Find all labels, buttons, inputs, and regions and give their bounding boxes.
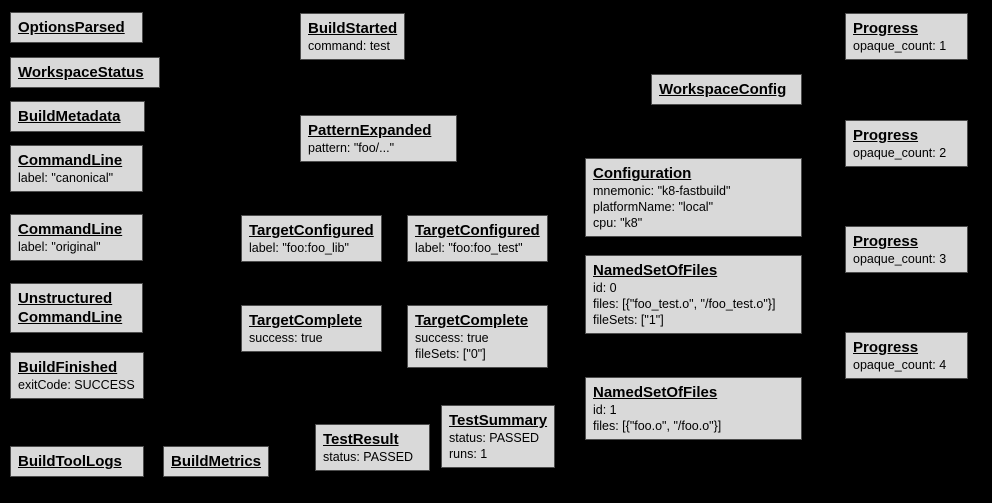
event-attr: mnemonic: "k8-fastbuild"	[593, 184, 731, 198]
event-title: Progress	[853, 233, 919, 250]
event-attr: success: true	[249, 331, 323, 345]
event-attr: fileSets: ["0"]	[415, 347, 486, 361]
event-attr: exitCode: SUCCESS	[18, 378, 135, 392]
event-title: Progress	[853, 20, 919, 37]
event-title: WorkspaceConfig	[659, 81, 787, 98]
event-title: BuildToolLogs	[18, 453, 122, 470]
event-title: OptionsParsed	[18, 19, 125, 36]
event-attr: platformName: "local"	[593, 200, 714, 214]
event-attr: opaque_count: 3	[853, 252, 947, 266]
event-title: Progress	[853, 127, 919, 144]
event-attr: id: 1	[593, 403, 617, 417]
event-box-options-parsed: OptionsParsed	[10, 12, 143, 43]
event-box-build-finished: BuildFinished exitCode: SUCCESS	[10, 352, 144, 399]
event-attr: runs: 1	[449, 447, 488, 461]
event-attr: status: PASSED	[323, 450, 414, 464]
event-title: TestSummary	[449, 412, 548, 429]
event-box-build-started: BuildStarted command: test	[300, 13, 406, 60]
event-title: NamedSetOfFiles	[593, 384, 718, 401]
event-box-workspace-status: WorkspaceStatus	[10, 57, 160, 88]
event-title: TargetConfigured	[415, 222, 540, 239]
event-box-build-tool-logs: BuildToolLogs	[10, 446, 144, 477]
event-title: CommandLine	[18, 152, 123, 169]
event-title: TargetComplete	[249, 312, 363, 329]
event-box-named-set-of-files-0: NamedSetOfFiles id: 0 files: [{"foo_test…	[585, 255, 802, 334]
event-title: TestResult	[323, 431, 399, 448]
event-attr: label: "canonical"	[18, 171, 114, 185]
event-title: Configuration	[593, 165, 692, 182]
event-attr: opaque_count: 2	[853, 146, 947, 160]
event-attr: files: [{"foo_test.o", "/foo_test.o"}]	[593, 297, 776, 311]
event-attr: success: true	[415, 331, 489, 345]
event-attr: opaque_count: 1	[853, 39, 947, 53]
event-title: CommandLine	[18, 221, 123, 238]
event-title: Progress	[853, 339, 919, 356]
event-title: TargetComplete	[415, 312, 529, 329]
event-title: NamedSetOfFiles	[593, 262, 718, 279]
event-box-unstructured-command-line: Unstructured CommandLine	[10, 283, 143, 333]
event-attr: cpu: "k8"	[593, 216, 643, 230]
event-box-configuration: Configuration mnemonic: "k8-fastbuild" p…	[585, 158, 802, 237]
event-title: PatternExpanded	[308, 122, 432, 139]
event-title: BuildMetrics	[171, 453, 262, 470]
event-box-progress-2: Progress opaque_count: 2	[845, 120, 968, 167]
event-attr: fileSets: ["1"]	[593, 313, 664, 327]
event-title: BuildFinished	[18, 359, 118, 376]
event-attr: id: 0	[593, 281, 617, 295]
event-box-named-set-of-files-1: NamedSetOfFiles id: 1 files: [{"foo.o", …	[585, 377, 802, 440]
event-box-workspace-config: WorkspaceConfig	[651, 74, 802, 105]
event-title: BuildMetadata	[18, 108, 121, 125]
event-box-target-configured-test: TargetConfigured label: "foo:foo_test"	[407, 215, 548, 262]
event-attr: pattern: "foo/..."	[308, 141, 395, 155]
event-attr: opaque_count: 4	[853, 358, 947, 372]
event-box-build-metadata: BuildMetadata	[10, 101, 145, 132]
event-box-progress-4: Progress opaque_count: 4	[845, 332, 968, 379]
event-box-command-line-canonical: CommandLine label: "canonical"	[10, 145, 143, 192]
event-title: BuildStarted	[308, 20, 398, 37]
event-box-pattern-expanded: PatternExpanded pattern: "foo/..."	[300, 115, 457, 162]
event-box-progress-3: Progress opaque_count: 3	[845, 226, 968, 273]
event-attr: label: "original"	[18, 240, 101, 254]
event-attr: command: test	[308, 39, 390, 53]
event-attr: label: "foo:foo_test"	[415, 241, 523, 255]
event-title: Unstructured	[18, 290, 113, 307]
event-box-command-line-original: CommandLine label: "original"	[10, 214, 143, 261]
event-title: TargetConfigured	[249, 222, 374, 239]
event-box-test-summary: TestSummary status: PASSED runs: 1	[441, 405, 556, 468]
event-attr: status: PASSED	[449, 431, 540, 445]
event-title: CommandLine	[18, 309, 123, 326]
event-title: WorkspaceStatus	[18, 64, 144, 81]
event-box-target-complete-lib: TargetComplete success: true	[241, 305, 382, 352]
event-attr: label: "foo:foo_lib"	[249, 241, 349, 255]
event-box-build-metrics: BuildMetrics	[163, 446, 270, 477]
event-box-test-result: TestResult status: PASSED	[315, 424, 430, 471]
event-attr: files: [{"foo.o", "/foo.o"}]	[593, 419, 722, 433]
event-box-target-complete-test: TargetComplete success: true fileSets: […	[407, 305, 548, 368]
event-box-progress-1: Progress opaque_count: 1	[845, 13, 968, 60]
event-box-target-configured-lib: TargetConfigured label: "foo:foo_lib"	[241, 215, 382, 262]
